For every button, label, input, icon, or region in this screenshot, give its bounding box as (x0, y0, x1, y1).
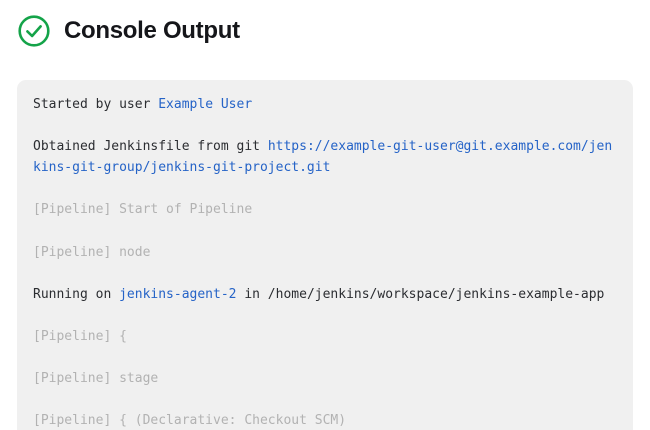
log-line-pipeline-node: [Pipeline] node (33, 242, 617, 263)
log-line-obtained-jenkinsfile: Obtained Jenkinsfile from git https://ex… (33, 136, 617, 178)
log-line-pipeline-stage: [Pipeline] stage (33, 368, 617, 389)
log-link[interactable]: jenkins-agent-2 (119, 286, 237, 302)
console-log: Started by user Example User Obtained Je… (33, 94, 617, 430)
check-circle-icon (18, 15, 50, 47)
log-line-started-by-user: Started by user Example User (33, 94, 617, 115)
log-line-pipeline-open-brace: [Pipeline] { (33, 326, 617, 347)
log-text: Running on (33, 286, 120, 302)
log-text: Started by user (33, 97, 159, 112)
log-text: [Pipeline] Start of Pipeline (33, 202, 253, 218)
log-text: [Pipeline] { (33, 329, 127, 345)
log-text: in /home/jenkins/workspace/jenkins-examp… (236, 286, 605, 302)
page-title: Console Output (64, 17, 240, 44)
log-link[interactable]: Example User (158, 97, 253, 112)
log-text: [Pipeline] node (33, 244, 151, 260)
log-line-running-on-agent: Running on jenkins-agent-2 in /home/jenk… (33, 284, 617, 305)
log-text: [Pipeline] { (Declarative: Checkout SCM) (33, 413, 347, 429)
log-link[interactable]: https://example-git-user@git.example.com… (33, 139, 613, 176)
log-text: [Pipeline] stage (33, 371, 159, 387)
page-header: Console Output (0, 0, 650, 48)
console-output-panel[interactable]: Started by user Example User Obtained Je… (17, 80, 633, 430)
log-text: Obtained Jenkinsfile from git (33, 139, 268, 155)
log-line-pipeline-start-of-pipeline: [Pipeline] Start of Pipeline (33, 199, 617, 220)
log-line-pipeline-declarative-checkout-scm: [Pipeline] { (Declarative: Checkout SCM) (33, 410, 617, 430)
